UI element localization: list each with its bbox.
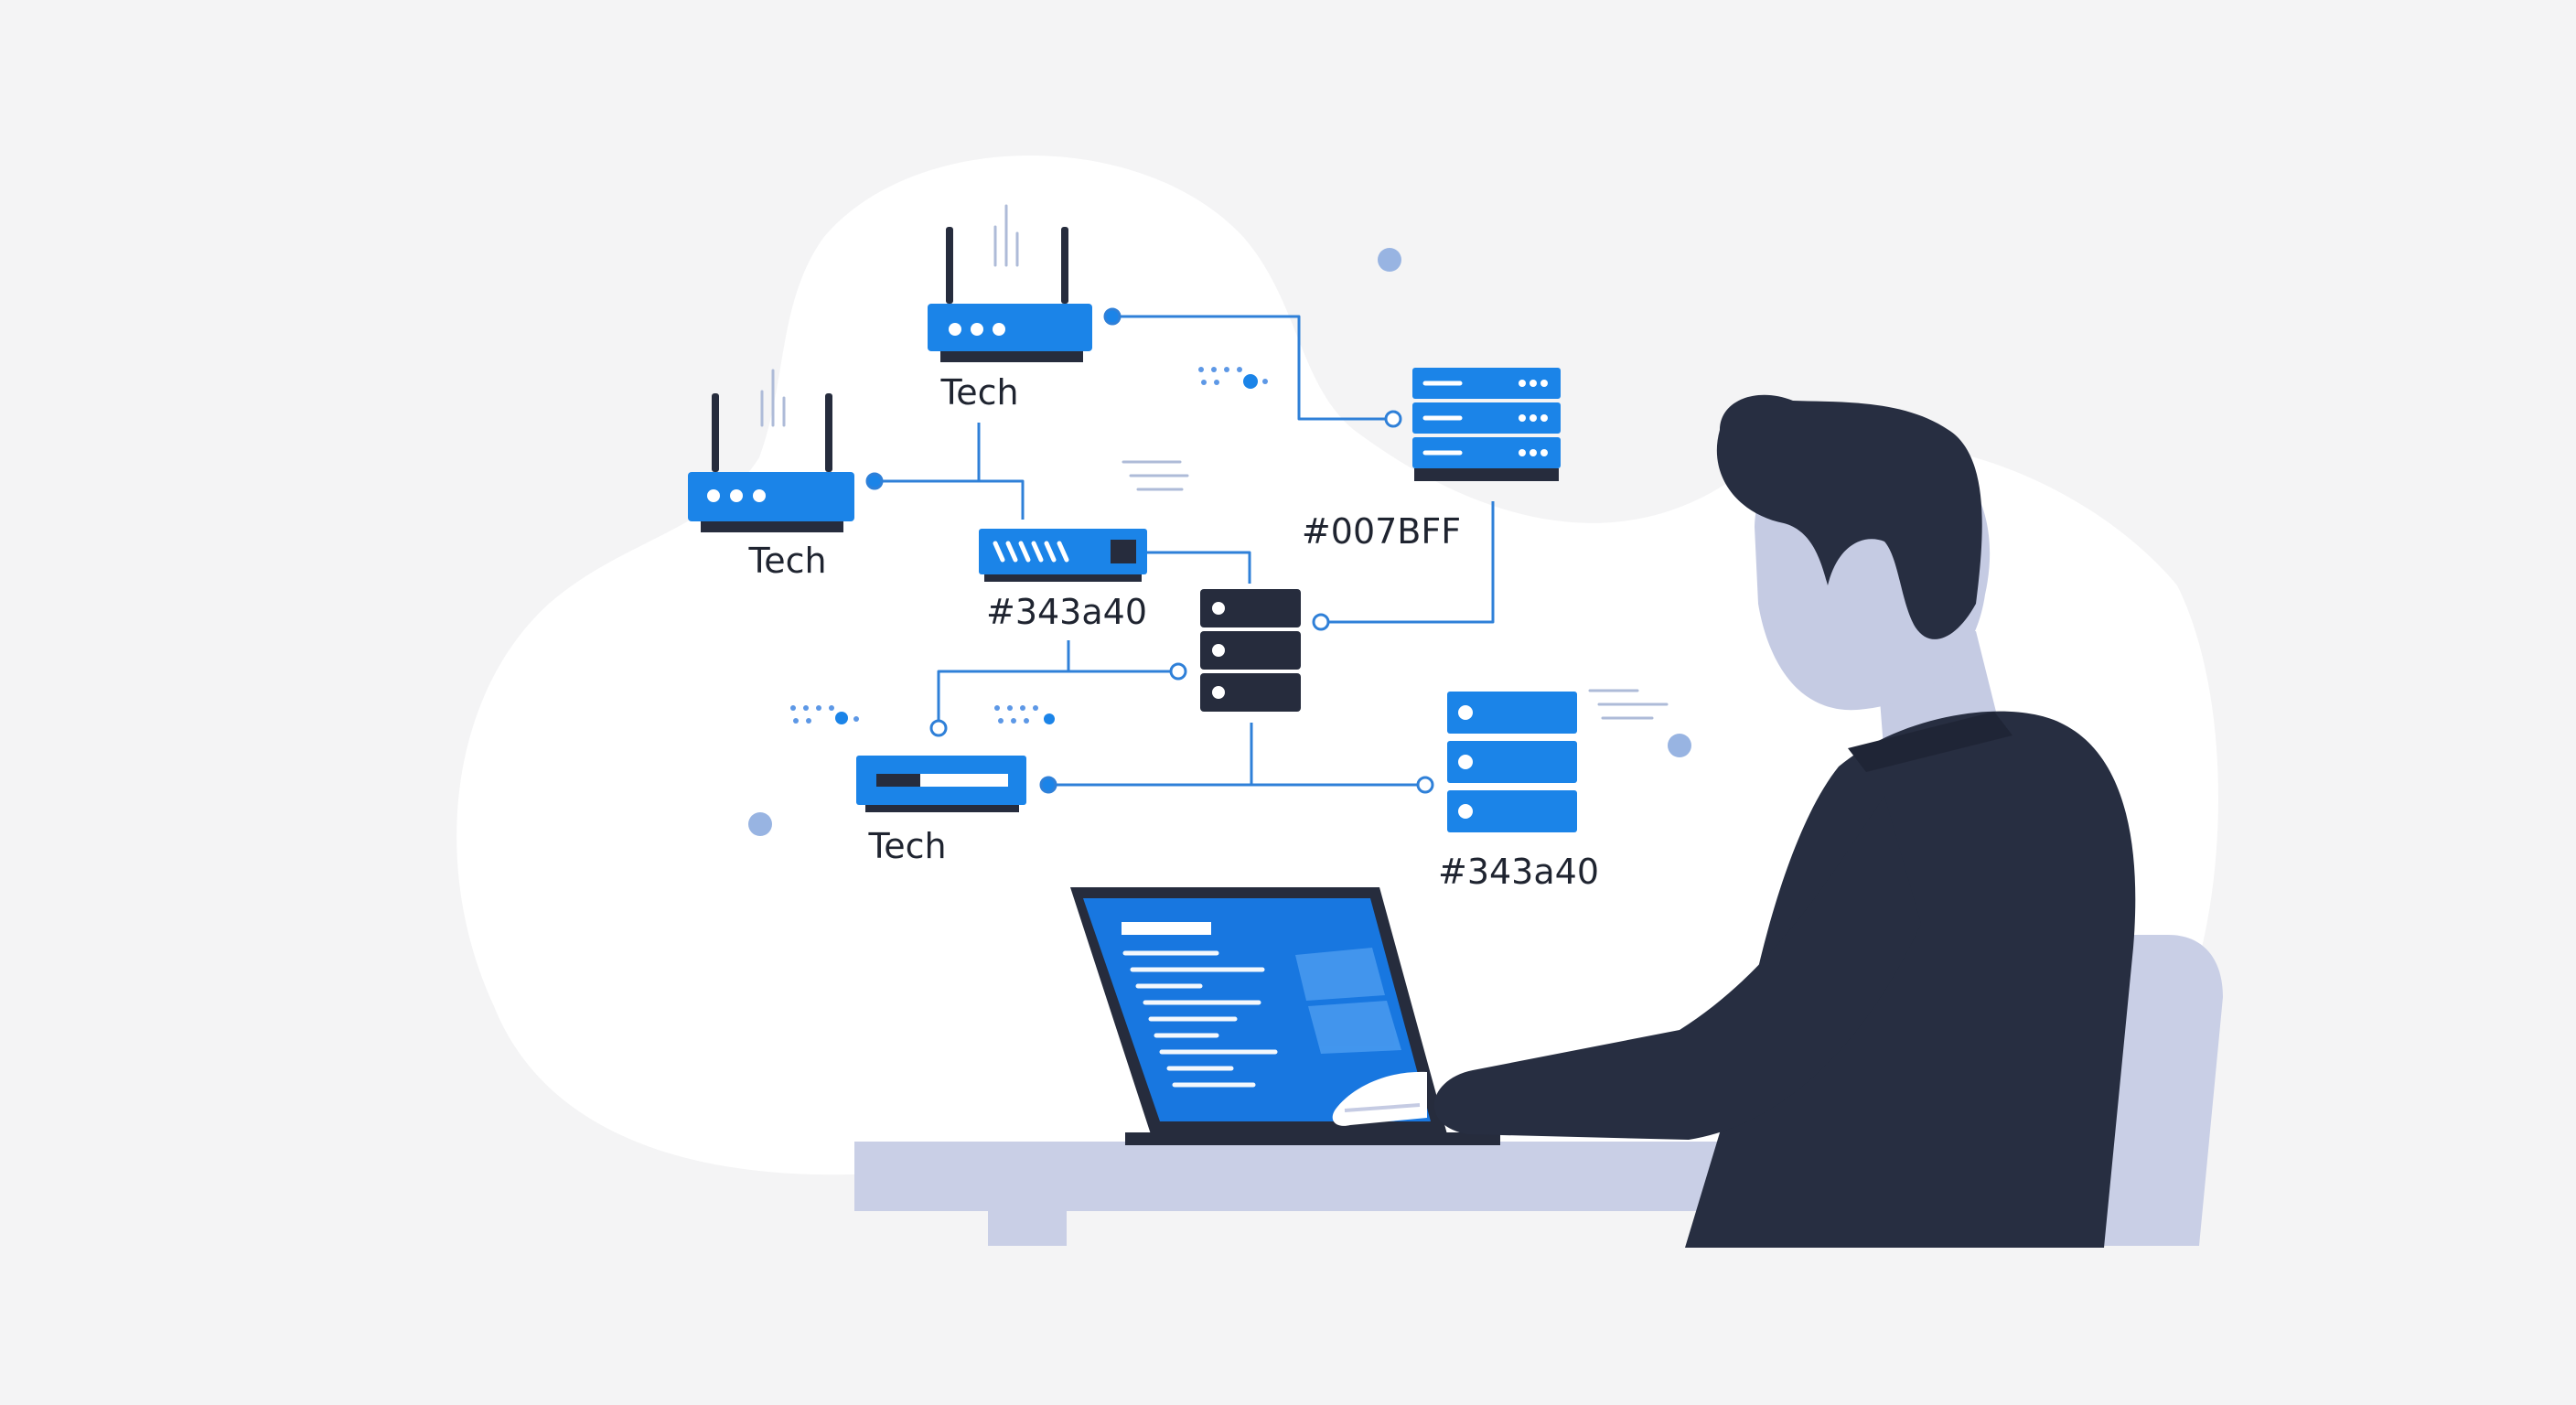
- network-switch-icon: [856, 756, 1026, 812]
- server-center: [1200, 589, 1301, 712]
- decor-dot: [748, 812, 772, 836]
- wifi-router-icon: [688, 393, 854, 532]
- desk: [854, 1142, 1775, 1246]
- server-top-right-label: #007BFF: [1302, 511, 1461, 552]
- signal-marks: [760, 204, 1669, 720]
- connector-node: [1169, 662, 1187, 681]
- decor-dot: [1378, 248, 1401, 272]
- server-bottom-right: #343a40: [1438, 692, 1599, 892]
- connector-node: [929, 719, 948, 737]
- connector-line: [1321, 501, 1495, 624]
- connector-node: [865, 472, 884, 490]
- server-bottom-right-label: #343a40: [1438, 852, 1599, 892]
- connector-node: [1312, 613, 1330, 631]
- connector-line: [1250, 723, 1425, 787]
- router-top-label: Tech: [939, 372, 1018, 413]
- switch-center-label: #343a40: [986, 592, 1147, 632]
- laptop: [1070, 887, 1500, 1145]
- router-left-label: Tech: [747, 541, 826, 581]
- server-stack-icon: [1447, 692, 1577, 832]
- switch-center: #343a40: [979, 529, 1147, 632]
- network-switch-icon: [979, 529, 1147, 582]
- connector-node: [1384, 410, 1402, 428]
- connector-lines: [875, 315, 1495, 787]
- server-top-right: #007BFF: [1302, 368, 1561, 552]
- wifi-router-icon: [928, 227, 1092, 362]
- router-top: Tech: [928, 227, 1092, 413]
- switch-bottom-left: Tech: [856, 756, 1026, 866]
- router-left: Tech: [688, 393, 854, 581]
- decor-dot: [1668, 734, 1691, 757]
- connector-node: [1039, 776, 1057, 794]
- connector-nodes: [865, 307, 1434, 794]
- server-rack-icon: [1412, 368, 1561, 481]
- connector-node: [1103, 307, 1122, 326]
- server-stack-icon: [1200, 589, 1301, 712]
- connector-line: [937, 670, 1178, 728]
- switch-bottom-left-label: Tech: [867, 826, 946, 866]
- person-illustration: [1332, 394, 2136, 1248]
- laptop-icon: [1070, 887, 1500, 1145]
- connector-line: [1112, 315, 1393, 421]
- person: [1332, 394, 2136, 1248]
- connector-line: [1147, 551, 1251, 584]
- data-dots: [790, 367, 1268, 724]
- connector-node: [1416, 776, 1434, 794]
